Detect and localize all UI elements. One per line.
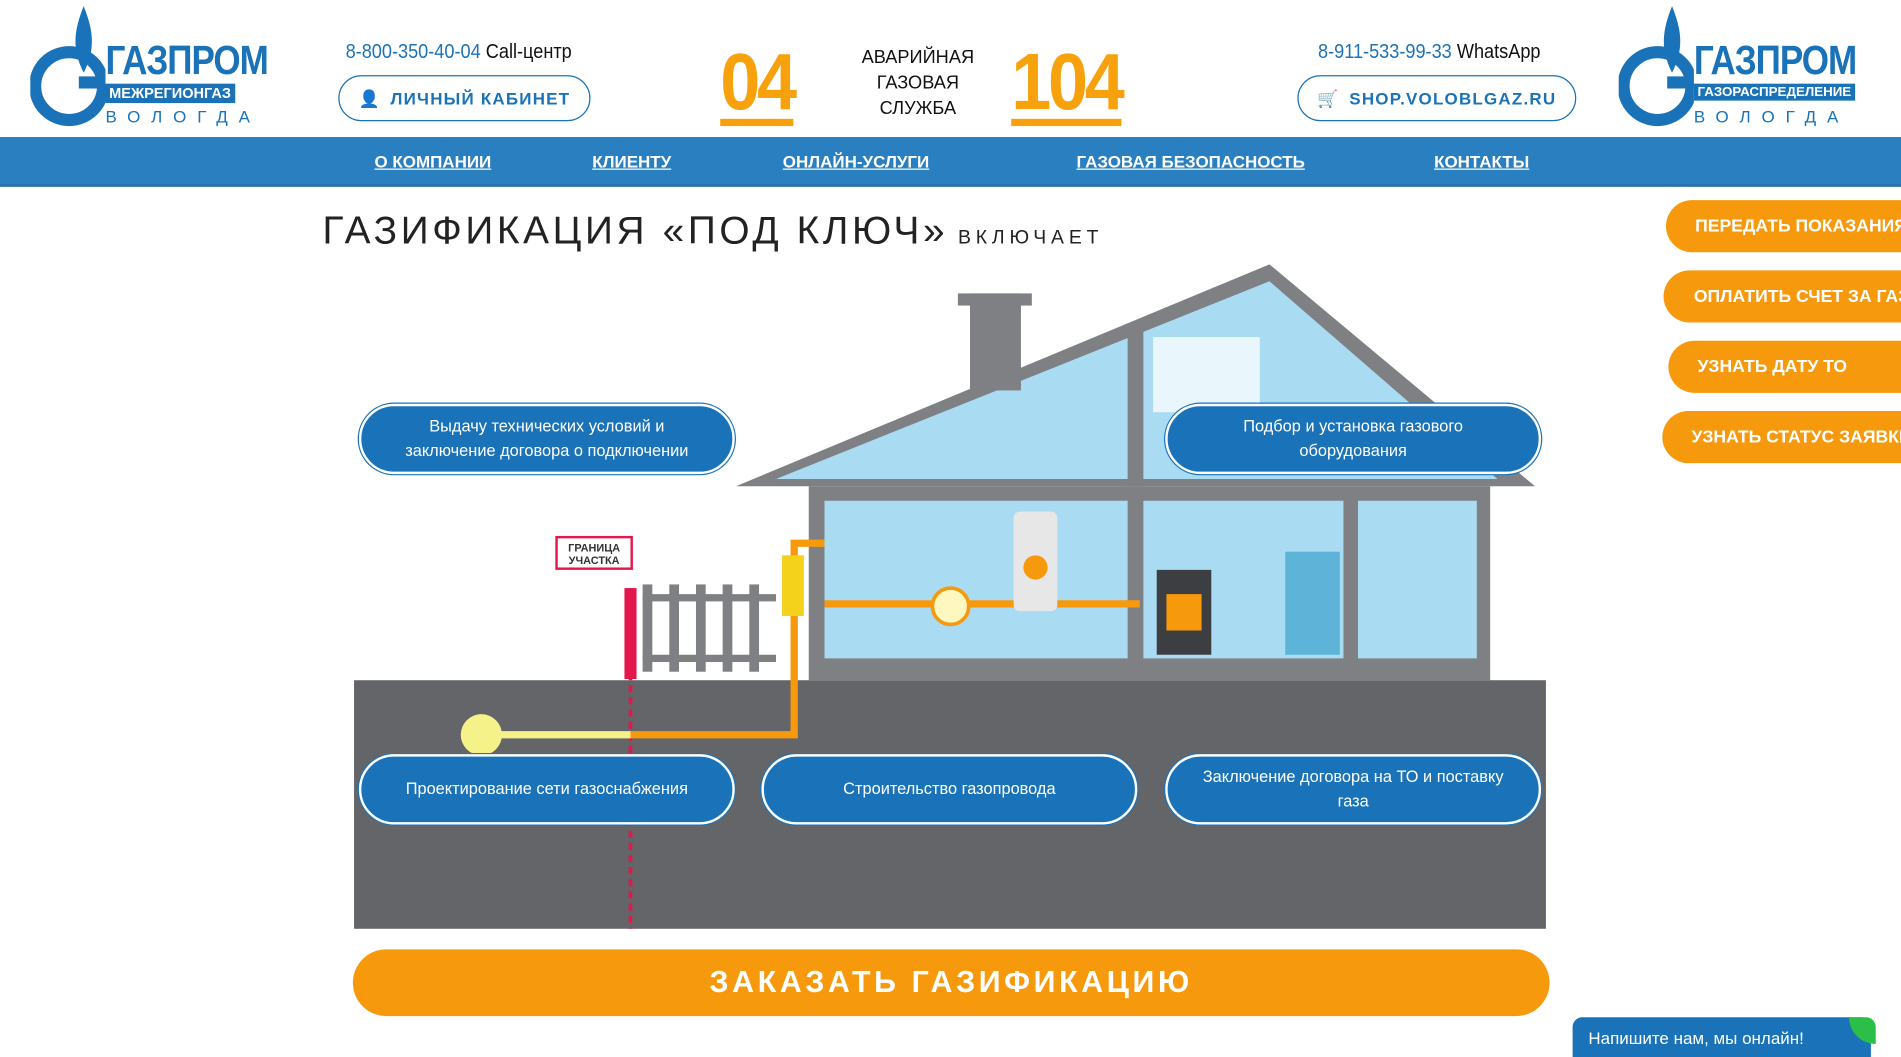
nav-online[interactable]: ОНЛАЙН-УСЛУГИ — [782, 151, 930, 171]
main-nav: О КОМПАНИИ КЛИЕНТУ ОНЛАЙН-УСЛУГИ ГАЗОВАЯ… — [0, 137, 1901, 187]
page-title: ГАЗИФИКАЦИЯ «ПОД КЛЮЧ»ВКЛЮЧАЕТ — [322, 208, 1104, 253]
maintenance-date-button[interactable]: УЗНАТЬ ДАТУ ТО — [1668, 340, 1901, 393]
step-equipment: Подбор и установка газового оборудования — [1165, 403, 1542, 475]
online-indicator-icon — [1849, 1017, 1876, 1044]
callcenter-phone[interactable]: 8-800-350-40-04 Call-центр — [345, 40, 572, 64]
gazprom-flame-icon — [30, 6, 106, 127]
user-icon: 👤 — [358, 87, 381, 108]
boundary-sign-line2: УЧАСТКА — [569, 555, 620, 567]
shop-button[interactable]: 🛒SHOP.VOLOBLGAZ.RU — [1297, 75, 1577, 122]
order-gasification-button[interactable]: ЗАКАЗАТЬ ГАЗИФИКАЦИЮ — [352, 949, 1550, 1017]
whatsapp-phone[interactable]: 8-911-533-99-33 WhatsApp — [1317, 40, 1541, 64]
step-contract: Заключение договора на ТО и поставку газ… — [1165, 754, 1542, 825]
cabinet-button[interactable]: 👤ЛИЧНЫЙ КАБИНЕТ — [338, 75, 591, 122]
nav-safety[interactable]: ГАЗОВАЯ БЕЗОПАСНОСТЬ — [1076, 151, 1305, 171]
nav-contacts[interactable]: КОНТАКТЫ — [1434, 151, 1530, 171]
logo-mezhregiongaz[interactable]: ГАЗПРОМ МЕЖРЕГИОНГАЗ ВОЛОГДА — [30, 6, 269, 127]
boundary-sign-line1: ГРАНИЦА — [568, 543, 620, 555]
submit-readings-button[interactable]: ПЕРЕДАТЬ ПОКАЗАНИЯ — [1665, 200, 1901, 253]
gazprom-flame-icon — [1618, 6, 1694, 127]
chat-widget[interactable]: Напишите нам, мы онлайн! — [1572, 1017, 1876, 1057]
step-construction: Строительство газопровода — [761, 754, 1138, 825]
nav-about[interactable]: О КОМПАНИИ — [374, 151, 492, 171]
nav-clients[interactable]: КЛИЕНТУ — [592, 151, 672, 171]
request-status-button[interactable]: УЗНАТЬ СТАТУС ЗАЯВКИ — [1662, 411, 1901, 464]
step-technical-conditions: Выдачу технических условий и заключение … — [358, 403, 735, 475]
logo-gazoraspredelenie[interactable]: ГАЗПРОМ ГАЗОРАСПРЕДЕЛЕНИЕ ВОЛОГДА — [1618, 6, 1857, 127]
emergency-number-104[interactable]: 104 — [1011, 36, 1125, 127]
cart-icon: 🛒 — [1317, 87, 1340, 108]
emergency-number-04[interactable]: 04 — [720, 36, 797, 127]
step-design: Проектирование сети газоснабжения — [358, 754, 735, 825]
pay-bill-button[interactable]: ОПЛАТИТЬ СЧЕТ ЗА ГАЗ — [1663, 270, 1901, 323]
